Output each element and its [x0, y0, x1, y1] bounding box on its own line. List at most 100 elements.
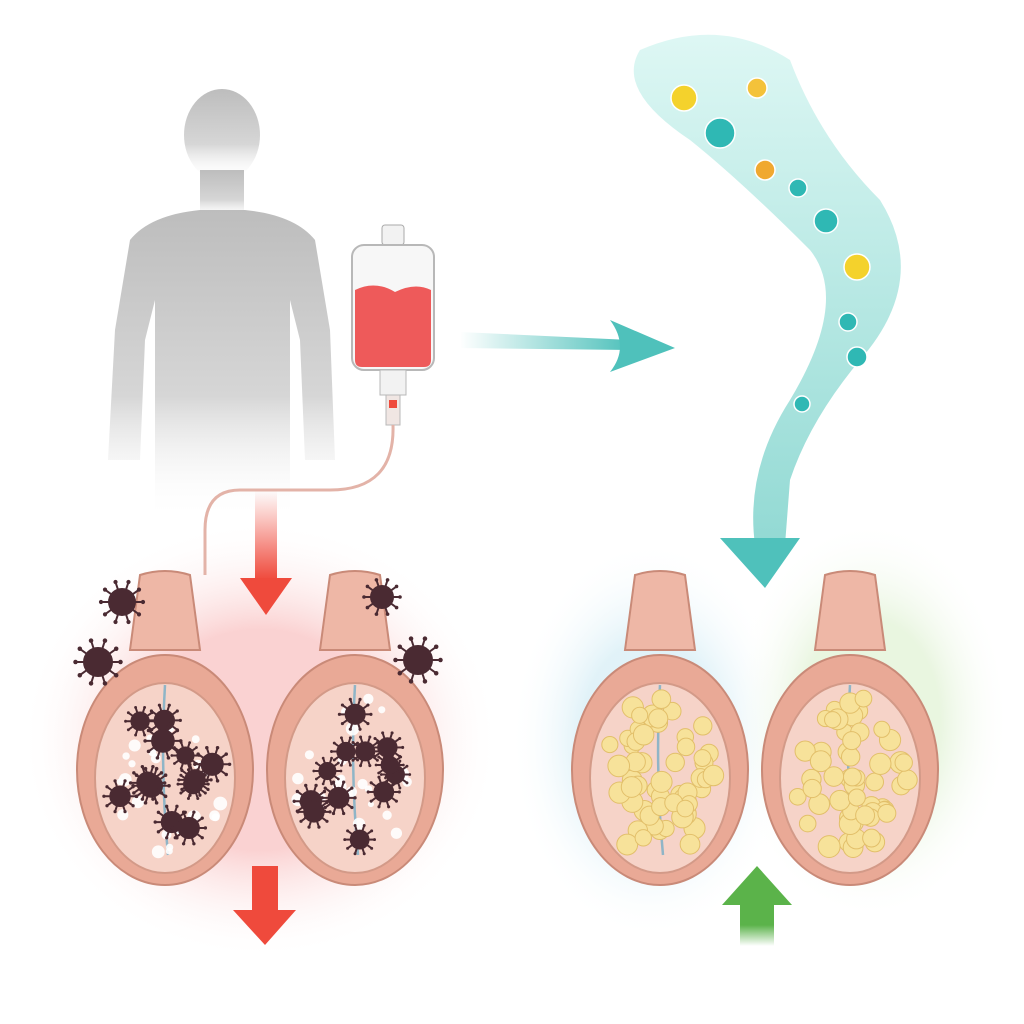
virus-spike-tip [126, 711, 130, 715]
healthy-cell [847, 788, 866, 807]
virus-spike-tip [153, 719, 157, 723]
virus-spike-tip [321, 756, 325, 760]
virus-spike-tip [353, 796, 357, 800]
virus-spike-tip [134, 733, 138, 737]
virus-spike-tip [227, 762, 232, 767]
healthy-cell [840, 747, 861, 767]
healthy-cell [648, 708, 669, 729]
stream-icon [633, 34, 901, 588]
virus-spike-tip [173, 836, 177, 840]
virus-spike-tip [397, 790, 401, 794]
virus-icon [312, 756, 343, 786]
iv-drip-icon [203, 224, 435, 575]
healthy-cell [650, 770, 673, 793]
virus-spike-tip [358, 727, 362, 731]
virus-spike-tip [132, 771, 136, 775]
virus-spike-tip [315, 777, 318, 781]
virus-spike-tip [389, 786, 393, 790]
virus-spike-tip [377, 771, 381, 775]
virus-spike-tip [325, 800, 329, 805]
virus-spike-tip [170, 754, 174, 757]
debris [364, 785, 373, 793]
virus-spike-tip [337, 761, 340, 765]
virus-spike-tip [155, 756, 160, 760]
virus-spike-tip [136, 612, 142, 617]
virus-spike-tip [181, 810, 186, 814]
virus-spike-tip [405, 781, 409, 785]
virus-spike-tip [132, 791, 136, 795]
virus-spike-tip [433, 670, 439, 676]
virus-body [184, 769, 206, 791]
healthy-cell [855, 805, 876, 826]
healthy-organ-left [571, 570, 749, 886]
virus-icon [330, 736, 362, 767]
virus-spike-tip [163, 773, 168, 778]
virus-spike-tip [332, 758, 336, 762]
virus-spike-tip [113, 646, 119, 652]
virus-spike-tip [346, 829, 350, 833]
virus-spike-tip [167, 783, 171, 788]
virus-spike-tip [307, 794, 311, 799]
virus-spike-tip [140, 599, 146, 605]
virus-spike-tip [394, 605, 399, 610]
virus-spike-tip [359, 764, 363, 768]
duct [128, 570, 202, 651]
healthy-cell [631, 706, 649, 724]
virus-spike-tip [381, 760, 385, 764]
virus-spike-tip [366, 703, 370, 707]
virus-icon [296, 794, 332, 829]
virus-spike-tip [159, 791, 164, 795]
virus-spike-tip [126, 579, 131, 585]
virus-spike-tip [340, 703, 344, 707]
arrow-up-icon [722, 866, 792, 946]
virus-spike-tip [165, 836, 169, 840]
virus-icon [337, 697, 373, 731]
debris [390, 827, 403, 839]
virus-body [370, 585, 394, 609]
virus-spike-tip [365, 605, 370, 610]
debris [382, 810, 392, 820]
virus-spike-tip [332, 741, 336, 745]
healthy-cell [693, 716, 713, 736]
virus-body [349, 829, 370, 850]
virus-body [83, 647, 113, 677]
healthy-cell [865, 772, 885, 792]
virus-icon [320, 780, 357, 816]
virus-spike-tip [337, 777, 340, 781]
bubble [838, 312, 858, 332]
virus-spike-tip [375, 758, 379, 762]
virus-body [355, 741, 376, 762]
virus-spike-tip [154, 766, 159, 771]
virus-spike-tip [155, 722, 160, 726]
virus-icon [170, 810, 208, 846]
virus-spike-tip [173, 762, 176, 765]
virus-body [109, 785, 131, 808]
virus-spike-tip [353, 852, 357, 856]
virus-spike-tip [377, 755, 381, 759]
virus-spike-tip [369, 712, 373, 716]
virus-spike-tip [134, 705, 138, 709]
healthy-cell [802, 778, 822, 799]
virus-spike-tip [156, 810, 161, 814]
bubble [704, 117, 736, 149]
virus-spike-tip [113, 619, 118, 625]
infected-organ-left [76, 570, 254, 886]
virus-spike-tip [224, 752, 228, 756]
virus-spike-tip [157, 703, 161, 707]
virus-spike-tip [179, 791, 183, 795]
virus-icon [170, 741, 201, 770]
virus-spike-tip [368, 764, 372, 768]
virus-spike-tip [105, 804, 109, 808]
debris [128, 739, 141, 752]
virus-spike-tip [370, 829, 374, 833]
debris [345, 721, 360, 736]
virus-spike-tip [398, 754, 402, 758]
healthy-cell [877, 803, 897, 823]
virus-spike-tip [292, 799, 296, 803]
healthy-cell [894, 753, 913, 772]
virus-spike-tip [134, 794, 138, 798]
virus-spike-tip [374, 578, 379, 582]
virus-spike-tip [374, 612, 379, 616]
healthy-cell [616, 833, 639, 856]
virus-body [318, 761, 337, 781]
